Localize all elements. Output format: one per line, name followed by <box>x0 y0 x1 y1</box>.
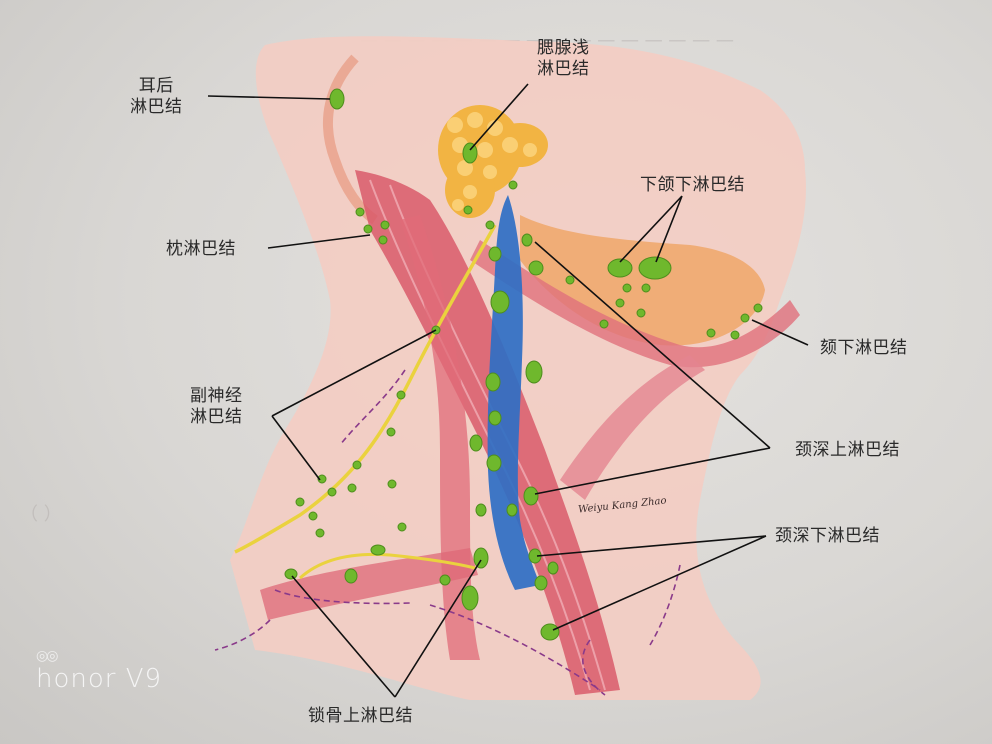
supraclavicular-nerve <box>298 552 476 580</box>
leader-lines <box>207 83 809 698</box>
honor-logo-icon: ◎◎ <box>36 648 58 664</box>
label-line-2: 淋巴结 <box>537 59 590 79</box>
label-parotid-superficial-lymph-nodes: 腮腺浅 淋巴结 <box>537 38 590 80</box>
digastric-muscle <box>470 240 800 368</box>
watermark-text: honor V9 <box>36 664 163 694</box>
accessory-nerve <box>234 224 497 554</box>
label-posterior-auricular-lymph-nodes: 耳后 淋巴结 <box>130 76 183 118</box>
lymph-flow-arrows <box>214 369 681 696</box>
label-supraclavicular-lymph-nodes: 锁骨上淋巴结 <box>308 706 413 726</box>
label-line-2: 淋巴结 <box>130 97 183 117</box>
label-accessory-nerve-lymph-nodes: 副神经 淋巴结 <box>190 386 243 428</box>
label-inferior-deep-cervical-lymph-nodes: 颈深下淋巴结 <box>775 526 880 546</box>
camera-watermark: ◎◎ honor V9 <box>36 648 162 694</box>
ear-outline <box>323 54 378 225</box>
lymph-nodes <box>284 88 763 641</box>
label-occipital-lymph-nodes: 枕淋巴结 <box>166 239 236 259</box>
label-line-1: 耳后 <box>138 76 174 96</box>
label-submandibular-lymph-nodes: 下颌下淋巴结 <box>640 175 745 195</box>
label-superior-deep-cervical-lymph-nodes: 颈深上淋巴结 <box>795 440 900 460</box>
parotid-gland <box>438 105 548 218</box>
label-submental-lymph-nodes: 颏下淋巴结 <box>820 338 908 358</box>
label-line-1: 副神经 <box>190 386 243 406</box>
neck-muscle-strands <box>400 215 480 660</box>
label-line-1: 腮腺浅 <box>537 38 590 58</box>
background-page-text: （ ） <box>20 504 62 525</box>
omohyoid-muscle <box>560 355 705 500</box>
label-line-2: 淋巴结 <box>190 407 243 427</box>
